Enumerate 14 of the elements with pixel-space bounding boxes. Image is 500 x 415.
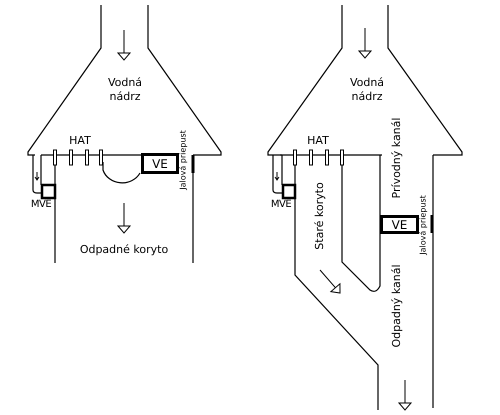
turbine-box: VE [380,215,419,234]
part-label: Jalová priepust [418,195,428,255]
channel-label: Odpadný kanál [390,264,404,348]
part-label: HAT [69,134,91,148]
part-label: Jalová priepust [178,130,188,190]
turbine-box: VE [141,153,179,174]
part-label: MVE [270,198,292,212]
channel-label: Prívodný kanál [390,118,404,198]
water-reservoir-label: Vodná nádrz [106,76,144,104]
channel-label: Staré koryto [313,182,327,250]
water-reservoir-label: Vodná nádrz [348,76,386,104]
channel-label: Odpadné koryto [80,243,168,257]
part-label: HAT [307,134,329,148]
part-label: MVE [30,198,52,212]
